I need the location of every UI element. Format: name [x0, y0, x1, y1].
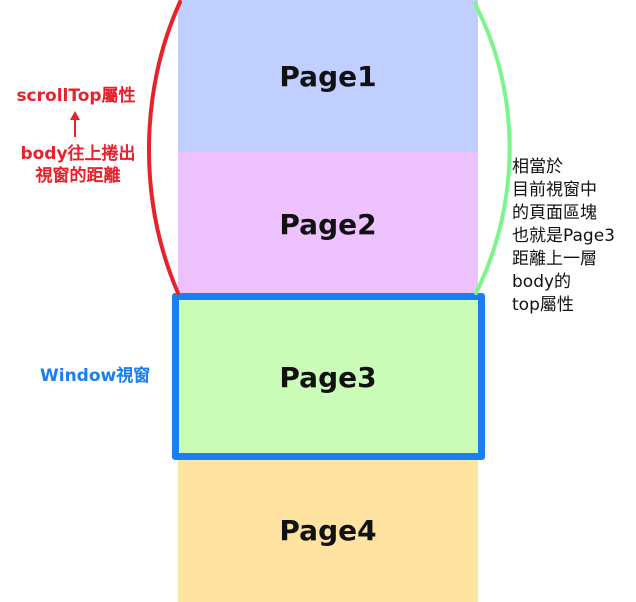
top-offset-brace-green [473, 2, 512, 295]
right-explanation-note: 相當於 目前視窗中 的頁面區塊 也就是Page3 距離上一層 body的 top… [512, 156, 615, 317]
note-line-7: top屬性 [512, 295, 574, 315]
page4-block: Page4 [178, 459, 478, 602]
note-line-2: 目前視窗中 [512, 180, 597, 200]
note-line-3: 的頁面區塊 [512, 203, 597, 223]
body-scroll-distance-label: body往上捲出 視窗的距離 [0, 143, 156, 187]
page1-label: Page1 [279, 59, 377, 93]
body-scroll-line2: 視窗的距離 [35, 166, 121, 186]
scrolltop-label: scrollTop屬性 [6, 85, 146, 107]
page4-label: Page4 [279, 514, 377, 547]
scrolltop-text: scrollTop屬性 [16, 86, 136, 106]
page3-label: Page3 [279, 361, 377, 394]
body-scroll-line1: body往上捲出 [20, 144, 136, 164]
page2-block: Page2 [178, 152, 478, 296]
up-arrow-icon [70, 111, 80, 120]
note-line-1: 相當於 [512, 157, 563, 177]
page1-block: Page1 [178, 0, 478, 152]
note-line-5: 距離上一層 [512, 249, 597, 269]
page3-block: Page3 [178, 296, 478, 459]
window-viewport-label: Window視窗 [40, 365, 150, 387]
window-label-text: Window視窗 [40, 366, 151, 386]
note-line-6: body的 [512, 272, 572, 292]
window-viewport-frame [172, 293, 485, 460]
note-line-4: 也就是Page3 [512, 226, 615, 246]
page2-label: Page2 [279, 207, 377, 241]
